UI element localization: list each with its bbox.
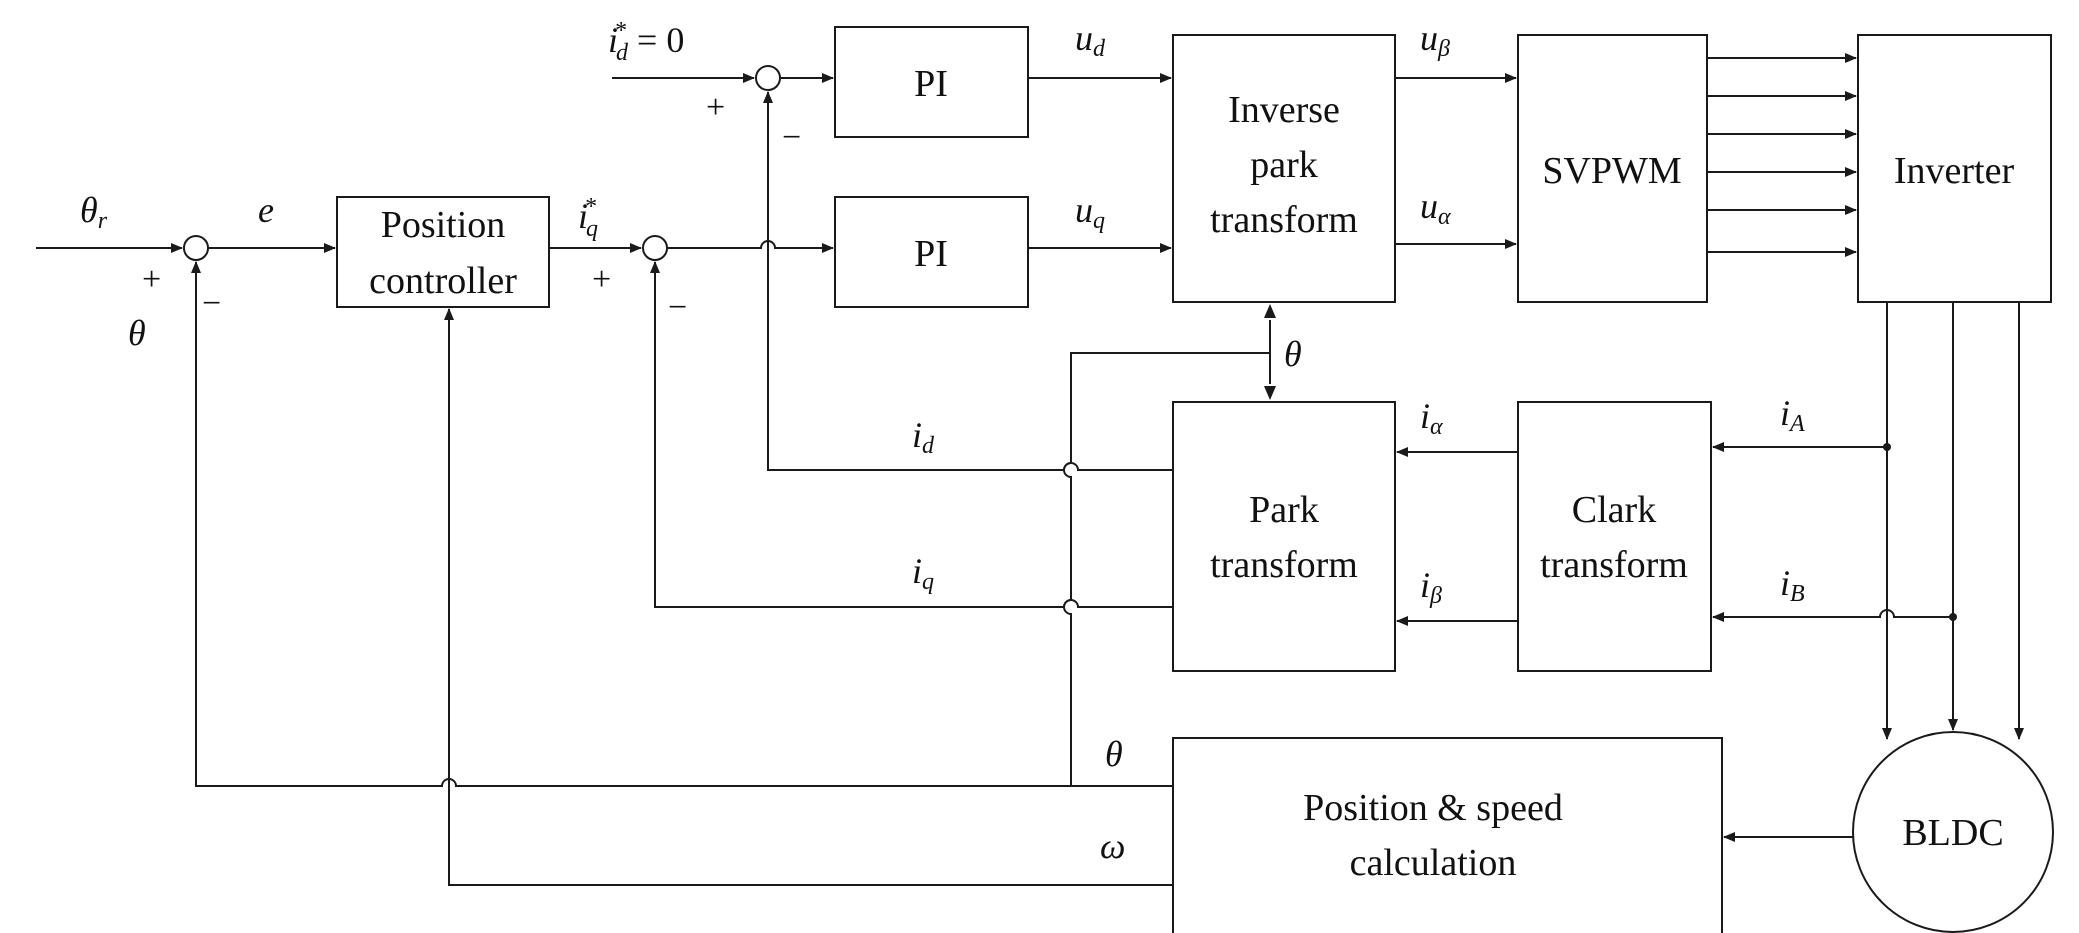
position-speed-calculation-block: Position & speed calculation — [1172, 737, 1723, 933]
sign-plus-id: + — [706, 89, 725, 126]
svg-text:transform: transform — [1210, 544, 1358, 586]
sign-plus-iq: + — [592, 261, 611, 298]
label-i-alpha: iα — [1420, 396, 1443, 440]
inverter-block: Inverter — [1857, 34, 2052, 303]
svg-text:controller: controller — [369, 260, 517, 302]
svpwm-block: SVPWM — [1517, 34, 1708, 303]
theta-feedback-line — [191, 261, 1071, 787]
sum-junction-iq — [642, 235, 668, 261]
svg-text:Inverse: Inverse — [1228, 89, 1340, 131]
iq-feedback-line — [650, 261, 1173, 608]
pi-q-block: PI — [834, 196, 1029, 308]
sign-minus-id: − — [782, 119, 801, 156]
svg-text:Position: Position — [381, 204, 506, 246]
svg-text:SVPWM: SVPWM — [1542, 150, 1681, 192]
label-uq: uq — [1075, 190, 1105, 234]
iq-error-line — [667, 240, 834, 253]
label-u-beta: uβ — [1420, 18, 1450, 62]
svg-text:Inverter: Inverter — [1894, 150, 2015, 192]
label-iq-feedback: iq — [912, 551, 934, 595]
svg-text:transform: transform — [1210, 199, 1358, 241]
bldc-motor: BLDC — [1852, 731, 2054, 933]
label-id-ref: i*d = 0 — [608, 18, 684, 66]
label-id-feedback: id — [912, 415, 935, 459]
svg-text:PI: PI — [914, 233, 948, 275]
label-i-beta: iβ — [1420, 565, 1442, 609]
label-ud: ud — [1075, 18, 1106, 62]
svg-text:BLDC: BLDC — [1902, 812, 2003, 854]
svg-text:PI: PI — [914, 63, 948, 105]
svg-text:park: park — [1250, 144, 1318, 186]
omega-feedback-line — [444, 308, 1173, 886]
label-u-alpha: uα — [1420, 186, 1451, 230]
label-e: e — [258, 190, 274, 230]
sign-minus-iq: − — [668, 289, 687, 326]
id-feedback-line — [763, 91, 1173, 471]
label-theta-park: θ — [1284, 334, 1302, 374]
svg-text:calculation: calculation — [1350, 842, 1517, 884]
sum-junction-id — [755, 65, 781, 91]
position-controller-block: Position controller — [336, 196, 550, 308]
svg-text:Clark: Clark — [1572, 489, 1656, 531]
inverse-park-transform-block: Inverse park transform — [1172, 34, 1396, 303]
label-ib: iB — [1780, 563, 1805, 607]
svg-text:Park: Park — [1249, 489, 1319, 531]
label-theta-output: θ — [1105, 734, 1123, 774]
sign-minus-position: − — [202, 285, 221, 322]
label-theta-r: θr — [80, 190, 108, 234]
svg-text:transform: transform — [1540, 544, 1688, 586]
label-theta-feedback: θ — [128, 313, 146, 353]
pwm-lines — [1707, 53, 1857, 257]
label-ia: iA — [1780, 393, 1805, 437]
label-omega: ω — [1100, 826, 1125, 866]
clark-transform-block: Clark transform — [1517, 401, 1712, 672]
park-transform-block: Park transform — [1172, 401, 1396, 672]
ib-sense-line — [1712, 609, 1953, 622]
label-iq-ref: i*q — [578, 194, 598, 242]
svg-text:Position & speed: Position & speed — [1303, 787, 1563, 829]
sum-junction-position — [183, 235, 209, 261]
sign-plus-position: + — [142, 261, 161, 298]
pi-d-block: PI — [834, 26, 1029, 138]
